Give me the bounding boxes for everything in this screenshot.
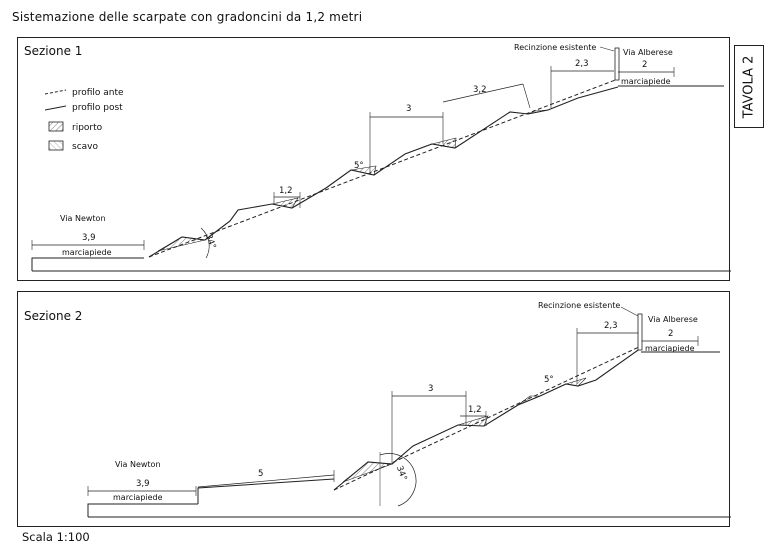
dim-angle-step: 5°	[354, 161, 364, 171]
legend-post-line	[44, 105, 67, 111]
section-2-title: Sezione 2	[24, 309, 83, 323]
street-right: Via Alberese	[648, 315, 698, 324]
legend-riporto-label: riporto	[72, 123, 103, 133]
legend: profilo ante profilo post riporto scavo	[44, 88, 124, 152]
dim-angle-slope: 34°	[394, 465, 409, 483]
legend-post-label: profilo post	[72, 103, 123, 113]
legend-ante-label: profilo ante	[72, 88, 124, 98]
dim-right-sidewalk: 2	[668, 329, 673, 339]
dim-ramp: 5	[258, 469, 263, 479]
section-1-drawing: profilo ante profilo post riporto scavo …	[31, 43, 731, 272]
fill-wedge-1	[342, 461, 393, 483]
dim-span-2-3: 2,3	[604, 321, 618, 331]
dim-span-3-2: 3,2	[473, 85, 487, 95]
angle-arc	[379, 453, 417, 507]
section-1-panel: Sezione 1 profilo ante profilo post ripo…	[17, 37, 731, 281]
street-right: Via Alberese	[623, 48, 673, 57]
dim-span-3: 3	[428, 384, 433, 394]
sidewalk-right: marciapiede	[645, 344, 695, 353]
dim-right-sidewalk: 2	[642, 60, 647, 70]
sheet-label-box: TAVOLA 2	[734, 45, 764, 128]
cut-wedge-1	[527, 109, 549, 115]
fill-wedge-4	[565, 377, 587, 387]
dim-line-ramp	[197, 474, 335, 488]
ramp-profile	[197, 478, 335, 504]
sidewalk-left: marciapiede	[113, 493, 163, 502]
dim-angle-slope: 34°	[203, 233, 218, 251]
angle-arc	[200, 227, 210, 259]
dim-line-span-3-2	[442, 83, 524, 103]
section-2-drawing: 3,9 Via Newton marciapiede 5 3 1,2 5° 2,…	[87, 301, 731, 518]
fence-label: Recinzione esistente	[514, 43, 596, 52]
ground-left	[31, 257, 144, 271]
legend-ante-line	[44, 89, 67, 95]
scale-label: Scala 1:100	[22, 530, 90, 544]
dim-span-2-3: 2,3	[575, 59, 589, 69]
dim-step: 1,2	[468, 405, 482, 415]
fill-wedge-3	[517, 395, 541, 406]
fill-wedge-2	[271, 197, 299, 209]
sidewalk-left: marciapiede	[62, 248, 112, 257]
sidewalk-right: marciapiede	[621, 77, 671, 86]
section-1-title: Sezione 1	[24, 44, 83, 58]
ground-left	[87, 503, 198, 517]
section-2-panel: Sezione 2 3,9 Via Newton marciapiede 5	[17, 291, 731, 527]
legend-riporto-swatch	[48, 121, 64, 132]
drawing-title: Sistemazione delle scarpate con gradonci…	[12, 10, 363, 24]
fence-label: Recinzione esistente	[538, 301, 620, 310]
legend-scavo-label: scavo	[72, 142, 98, 152]
sheet-label: TAVOLA 2	[741, 55, 757, 118]
profile-post	[148, 86, 619, 258]
fence-post	[637, 313, 643, 351]
fill-wedge-4	[431, 137, 457, 149]
fill-wedge-1	[157, 236, 206, 252]
street-left: Via Newton	[115, 460, 161, 469]
dim-span-3: 3	[406, 104, 411, 114]
legend-scavo-swatch	[48, 140, 64, 151]
fence-post	[614, 47, 620, 81]
street-left: Via Newton	[60, 214, 106, 223]
dim-left-sidewalk: 3,9	[136, 479, 150, 489]
dim-left-sidewalk: 3,9	[82, 233, 96, 243]
dim-angle-step: 5°	[544, 375, 554, 385]
fill-wedge-2	[457, 415, 489, 427]
dim-step: 1,2	[279, 186, 293, 196]
